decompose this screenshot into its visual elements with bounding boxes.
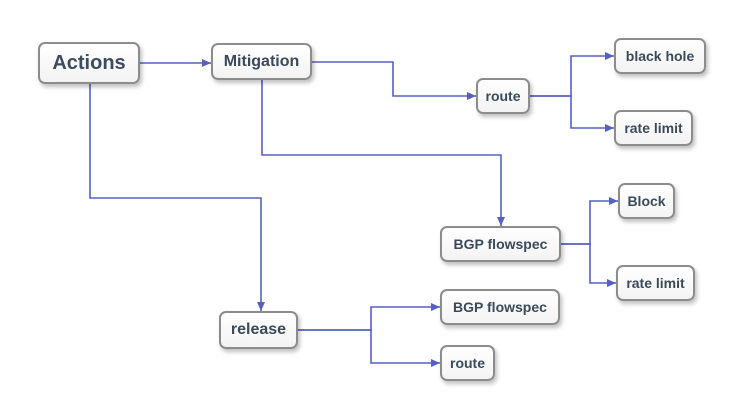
edge-release-bgp-flowspec: [298, 303, 440, 331]
edge-route-rate-limit: [530, 95, 614, 132]
edge-mitigation-bgp-flowspec: [261, 80, 505, 226]
edge-release-route: [298, 329, 440, 367]
edge-actions-release: [89, 84, 265, 311]
node-flowspec-rate-limit[interactable]: rate limit: [616, 265, 695, 301]
node-mitigation-bgp-flowspec[interactable]: BGP flowspec: [440, 226, 561, 262]
edge-flowspec-block: [561, 197, 618, 245]
node-actions[interactable]: Actions: [38, 42, 140, 84]
node-mitigation[interactable]: Mitigation: [211, 43, 312, 80]
node-black-hole[interactable]: black hole: [614, 38, 706, 74]
node-release[interactable]: release: [219, 311, 298, 349]
edge-flowspec-rate-limit: [561, 243, 616, 287]
node-block[interactable]: Block: [618, 183, 675, 219]
node-route-rate-limit[interactable]: rate limit: [614, 110, 693, 146]
node-release-bgp-flowspec[interactable]: BGP flowspec: [440, 289, 560, 325]
node-release-route[interactable]: route: [440, 345, 495, 381]
edge-route-black-hole: [530, 52, 614, 97]
node-mitigation-route[interactable]: route: [476, 78, 530, 114]
edge-mitigation-route: [312, 61, 476, 100]
